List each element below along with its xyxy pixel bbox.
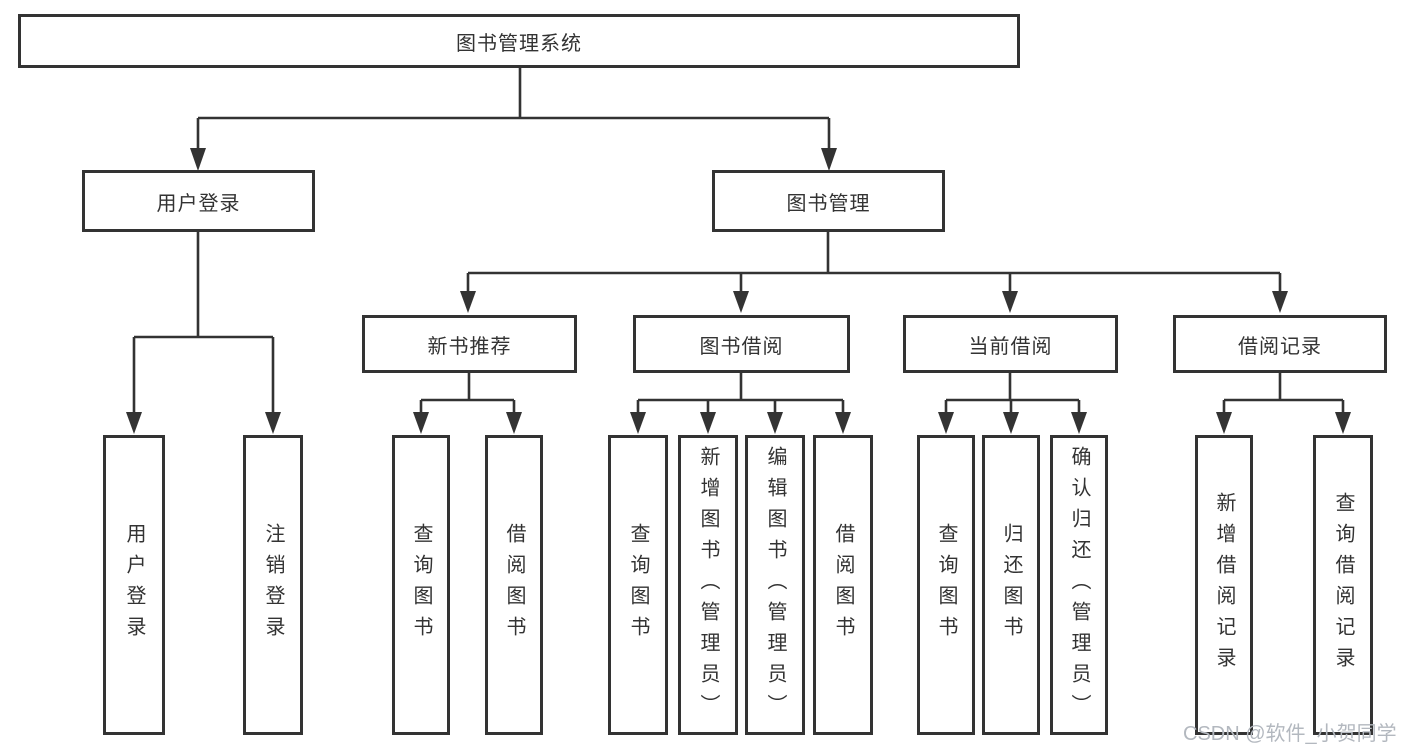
node-label: 新增图书（管理员） bbox=[697, 445, 719, 725]
node-new-book-recommend: 新书推荐 bbox=[362, 315, 577, 373]
node-label: 查询图书 bbox=[627, 523, 649, 647]
node-label: 注销登录 bbox=[262, 523, 284, 647]
node-label: 查询图书 bbox=[935, 523, 957, 647]
node-label: 编辑图书（管理员） bbox=[764, 445, 786, 725]
node-book-borrowing: 图书借阅 bbox=[633, 315, 850, 373]
leaf-add-borrow-record: 新增借阅记录 bbox=[1195, 435, 1253, 735]
node-root: 图书管理系统 bbox=[18, 14, 1020, 68]
node-label: 查询图书 bbox=[410, 523, 432, 647]
leaf-add-books-admin: 新增图书（管理员） bbox=[678, 435, 738, 735]
node-label: 用户登录 bbox=[156, 192, 241, 215]
leaf-query-books-borrowing: 查询图书 bbox=[608, 435, 668, 735]
node-label: 图书借阅 bbox=[699, 335, 784, 358]
leaf-borrow-books-borrowing: 借阅图书 bbox=[813, 435, 873, 735]
leaf-query-books-recommend: 查询图书 bbox=[392, 435, 450, 735]
leaf-query-books-current: 查询图书 bbox=[917, 435, 975, 735]
node-current-borrowing: 当前借阅 bbox=[903, 315, 1118, 373]
node-root-label: 图书管理系统 bbox=[456, 32, 582, 55]
node-user-login-branch: 用户登录 bbox=[82, 170, 315, 232]
leaf-logout: 注销登录 bbox=[243, 435, 303, 735]
leaf-return-books: 归还图书 bbox=[982, 435, 1040, 735]
node-borrowing-records: 借阅记录 bbox=[1173, 315, 1387, 373]
node-label: 查询借阅记录 bbox=[1332, 492, 1354, 678]
node-label: 当前借阅 bbox=[968, 335, 1053, 358]
leaf-confirm-return-admin: 确认归还（管理员） bbox=[1050, 435, 1108, 735]
leaf-borrow-books-recommend: 借阅图书 bbox=[485, 435, 543, 735]
node-book-management-branch: 图书管理 bbox=[712, 170, 945, 232]
leaf-user-login: 用户登录 bbox=[103, 435, 165, 735]
node-label: 借阅记录 bbox=[1238, 335, 1322, 358]
node-label: 新书推荐 bbox=[427, 335, 512, 358]
leaf-query-borrow-record: 查询借阅记录 bbox=[1313, 435, 1373, 735]
node-label: 借阅图书 bbox=[503, 523, 525, 647]
node-label: 确认归还（管理员） bbox=[1068, 445, 1090, 725]
arrowhead-icons bbox=[126, 148, 1351, 434]
csdn-watermark: CSDN @软件_小贺同学 bbox=[1183, 723, 1397, 745]
node-label: 借阅图书 bbox=[832, 523, 854, 647]
node-label: 归还图书 bbox=[1000, 523, 1022, 647]
leaf-edit-books-admin: 编辑图书（管理员） bbox=[745, 435, 805, 735]
node-label: 新增借阅记录 bbox=[1213, 492, 1235, 678]
node-label: 图书管理 bbox=[786, 192, 871, 215]
node-label: 用户登录 bbox=[123, 523, 145, 647]
